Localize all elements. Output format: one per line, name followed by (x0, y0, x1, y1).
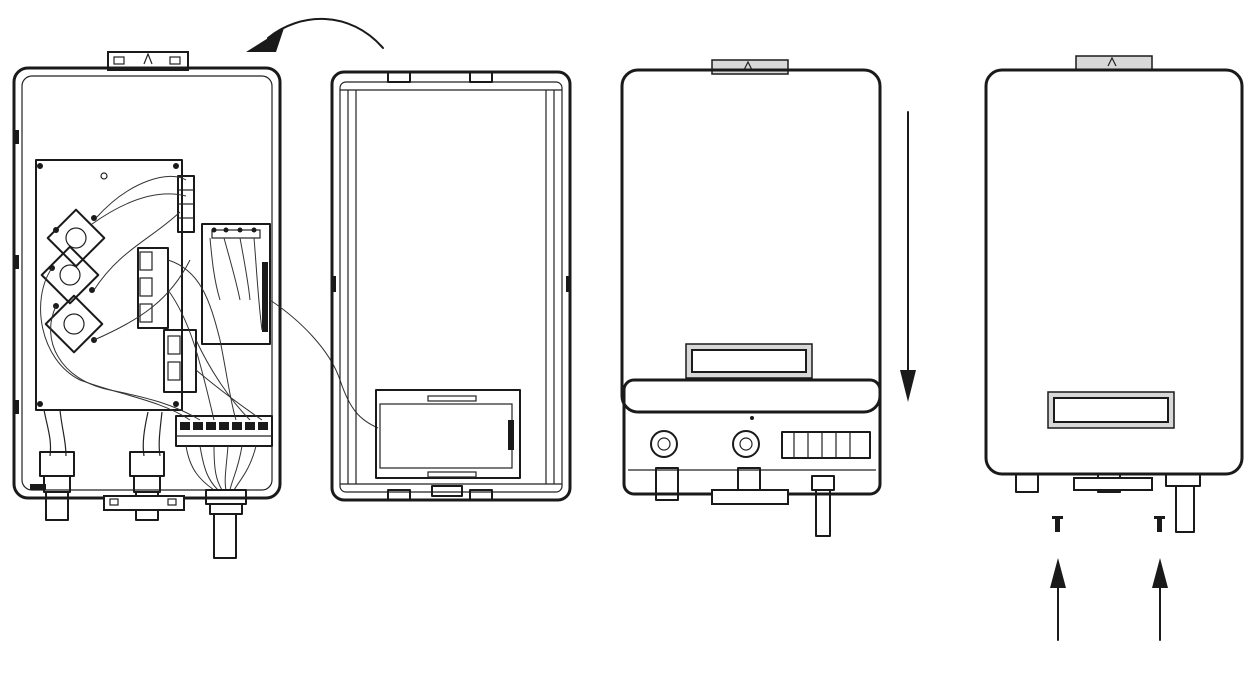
mounting-bracket-top (107, 51, 189, 71)
closed-enclosure-screws-fastened (984, 55, 1244, 641)
bottom-glands (650, 430, 871, 537)
screw-in-arrow-left (1050, 558, 1066, 641)
enclosure-body (12, 66, 282, 500)
relay-block (137, 175, 197, 393)
cable-glands (30, 409, 247, 559)
screw-in-arrow-right (1152, 558, 1168, 641)
coil-components (40, 208, 106, 354)
terminal-block (175, 415, 273, 447)
mounting-plate (35, 159, 183, 411)
front-cover (620, 68, 882, 414)
control-board (201, 223, 271, 345)
fixing-screws (1052, 516, 1165, 532)
rotate-cover-arrow (246, 18, 384, 52)
removed-front-cover (330, 70, 572, 502)
open-enclosure-interior (12, 51, 379, 559)
closed-enclosure-cover-sliding-down (620, 59, 916, 537)
slide-down-arrow (900, 111, 916, 402)
display-board (375, 389, 521, 479)
